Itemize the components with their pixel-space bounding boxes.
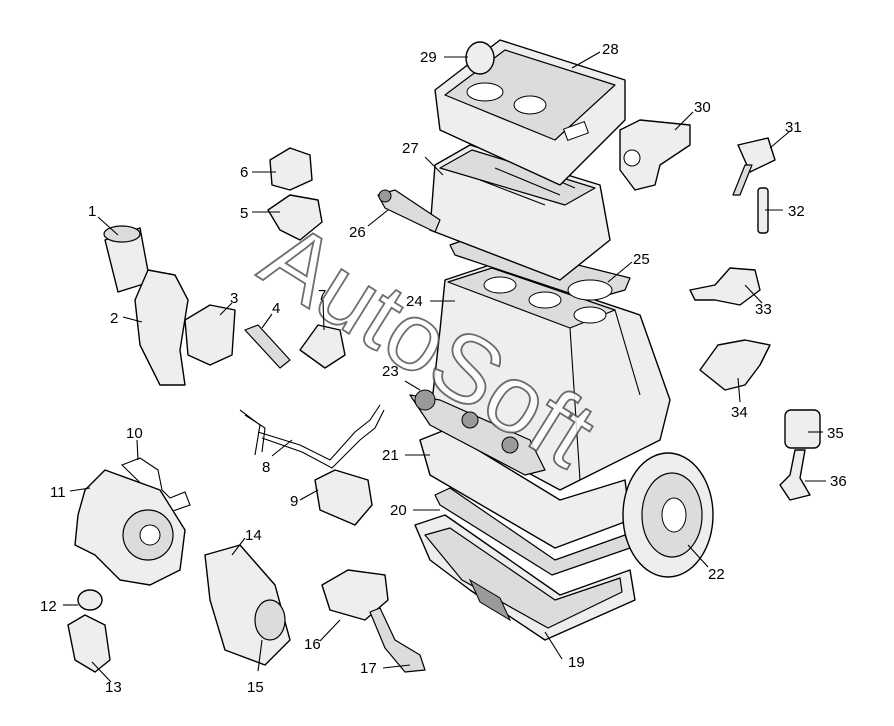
callout-1: 1 (88, 203, 96, 220)
leader-lines (63, 51, 826, 683)
oil-cooler (184, 304, 236, 366)
callout-10: 10 (126, 425, 143, 442)
callout-30: 30 (694, 99, 711, 116)
callout-6: 6 (240, 164, 248, 181)
callout-7: 7 (318, 287, 326, 304)
thermostat-housing (299, 324, 346, 369)
callout-11: 11 (50, 484, 66, 501)
coolant-flange-lower (699, 339, 771, 391)
callout-12: 12 (40, 598, 57, 615)
callout-3: 3 (230, 290, 238, 307)
water-pump (74, 469, 186, 586)
camshaft (377, 189, 441, 233)
breather-pipe (244, 324, 291, 369)
callout-36: 36 (830, 473, 847, 490)
timing-bracket (619, 119, 691, 191)
water-pump-gasket (121, 457, 191, 513)
callout-34: 34 (731, 404, 748, 421)
coolant-flange-upper (689, 267, 761, 306)
callout-labels: 1 2 3 4 5 6 7 8 9 10 11 12 13 14 15 16 1… (40, 41, 847, 696)
callout-29: 29 (420, 49, 437, 66)
heater-valve (321, 569, 389, 621)
callout-9: 9 (290, 493, 298, 510)
callout-8: 8 (262, 459, 270, 476)
callout-20: 20 (390, 502, 407, 519)
thermostat-cap (77, 589, 103, 611)
callout-21: 21 (382, 447, 399, 464)
callout-4: 4 (272, 300, 280, 317)
oil-filler-cap (465, 41, 495, 75)
engine-mount-upper (269, 147, 313, 191)
callout-28: 28 (602, 41, 619, 58)
callout-23: 23 (382, 363, 399, 380)
crankshaft (409, 389, 546, 476)
callout-27: 27 (402, 140, 419, 157)
callout-2: 2 (110, 310, 118, 327)
callout-15: 15 (247, 679, 264, 696)
water-outlet (204, 544, 291, 666)
callout-16: 16 (304, 636, 321, 653)
callout-22: 22 (708, 566, 725, 583)
callout-32: 32 (788, 203, 805, 220)
engine-mount-bracket (267, 194, 323, 241)
callout-19: 19 (568, 654, 585, 671)
callout-33: 33 (755, 301, 772, 318)
callout-13: 13 (105, 679, 122, 696)
callout-24: 24 (406, 293, 423, 310)
heater-hose (369, 607, 426, 673)
oil-filter-small (784, 409, 821, 449)
callout-25: 25 (633, 251, 650, 268)
valve-cover (434, 39, 626, 186)
oil-filter-housing (134, 269, 189, 386)
callout-5: 5 (240, 205, 248, 222)
pickup-pipe (779, 449, 811, 501)
callout-31: 31 (785, 119, 802, 136)
coolant-flange-left (314, 469, 373, 526)
callout-26: 26 (349, 224, 366, 241)
callout-14: 14 (245, 527, 262, 544)
callout-17: 17 (360, 660, 377, 677)
flywheel (622, 452, 714, 578)
coolant-pipe (239, 404, 385, 469)
oil-pan (414, 514, 636, 641)
ignition-coil (732, 137, 776, 196)
thermostat-base (67, 614, 111, 673)
callout-35: 35 (827, 425, 844, 442)
